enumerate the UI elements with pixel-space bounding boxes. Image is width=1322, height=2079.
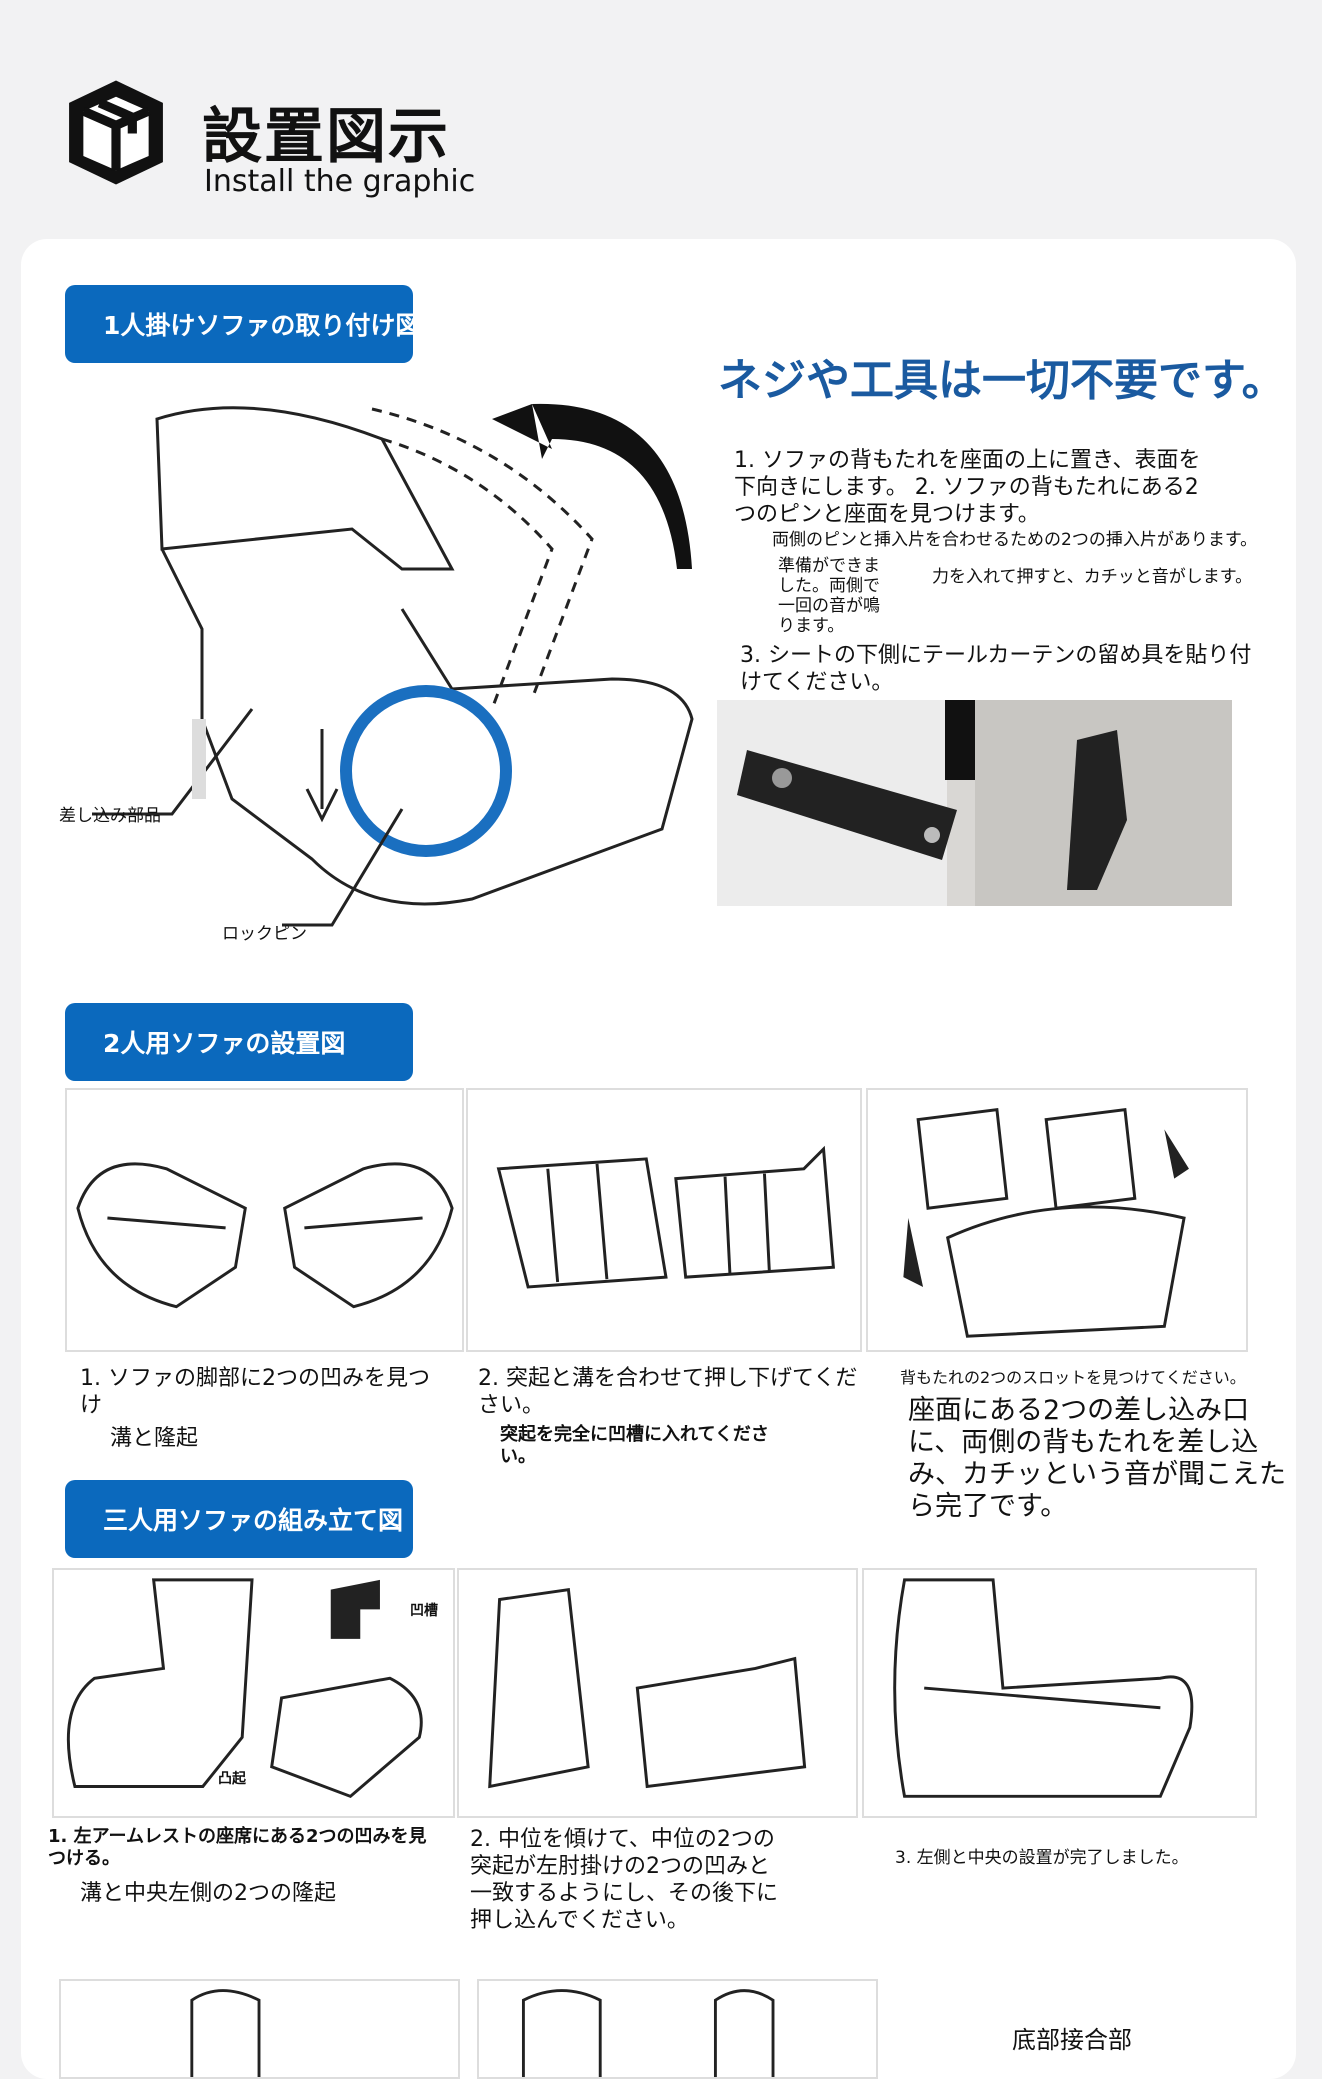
loveseat-step2-image <box>466 1088 862 1352</box>
insert-part-label: 差し込み部品 <box>59 806 161 826</box>
loveseat-step1-image <box>65 1088 464 1352</box>
lock-pin-label: ロックピン <box>222 924 307 944</box>
box-icon <box>65 76 167 189</box>
sectional-step1-image <box>52 1568 455 1818</box>
loveseat-caption-1b: 溝と隆起 <box>110 1426 199 1451</box>
step1-2-text: 1. ソファの背もたれを座面の上に置き、表面を下向きにします。 2. ソファの背… <box>734 448 1201 527</box>
single-sofa-diagram <box>52 379 712 954</box>
sectional-caption-3: 3. 左側と中央の設置が完了しました。 <box>895 1848 1189 1868</box>
bump-label: 凸起 <box>218 1771 246 1787</box>
note-insert-pieces: 両側のピンと挿入片を合わせるための2つの挿入片があります。 <box>772 530 1258 550</box>
loveseat-caption-3b: 座面にある2つの差し込み口に、両側の背もたれを差し込み、カチッという音が聞こえた… <box>908 1395 1286 1522</box>
loveseat-step3-image <box>866 1088 1248 1352</box>
section2-tab: 2人用ソファの設置図 <box>65 1003 413 1081</box>
loveseat-caption-1: 1. ソファの脚部に2つの凹みを見つけ <box>80 1366 430 1418</box>
no-tools-headline: ネジや工具は一切不要です。 <box>718 355 1286 406</box>
loveseat-caption-2b: 突起を完全に凹槽に入れてください。 <box>500 1424 769 1467</box>
page-title: 設置図示 <box>202 102 450 172</box>
hardware-photo <box>717 700 1232 906</box>
sectional-caption-1b: 溝と中央左側の2つの隆起 <box>80 1881 336 1906</box>
loveseat-caption-2: 2. 突起と溝を合わせて押し下げてください。 <box>478 1366 858 1418</box>
sectional-caption-1: 1. 左アームレストの座席にある2つの凹みを見つける。 <box>48 1826 427 1869</box>
section1-tab: 1人掛けソファの取り付け図示 <box>65 285 445 363</box>
sectional-caption-2: 2. 中位を傾けて、中位の2つの突起が左肘掛けの2つの凹みと一致するようにし、そ… <box>470 1827 779 1933</box>
sectional-step5-image <box>477 1979 878 2079</box>
bottom-joint-label: 底部接合部 <box>1012 2026 1132 2054</box>
groove-label: 凹槽 <box>410 1603 438 1619</box>
note-ready: 準備ができました。両側で一回の音が鳴ります。 <box>778 556 880 636</box>
step3-text: 3. シートの下側にテールカーテンの留め具を貼り付けてください。 <box>740 643 1252 695</box>
section3-tab: 三人用ソファの組み立て図 <box>65 1480 413 1558</box>
sectional-step3-image <box>862 1568 1257 1818</box>
page-subtitle: Install the graphic <box>204 164 476 199</box>
note-click: 力を入れて押すと、カチッと音がします。 <box>932 567 1253 587</box>
sectional-step4-image <box>59 1979 460 2079</box>
sectional-step2-image <box>457 1568 858 1818</box>
loveseat-caption-3: 背もたれの2つのスロットを見つけてください。 <box>900 1368 1246 1387</box>
